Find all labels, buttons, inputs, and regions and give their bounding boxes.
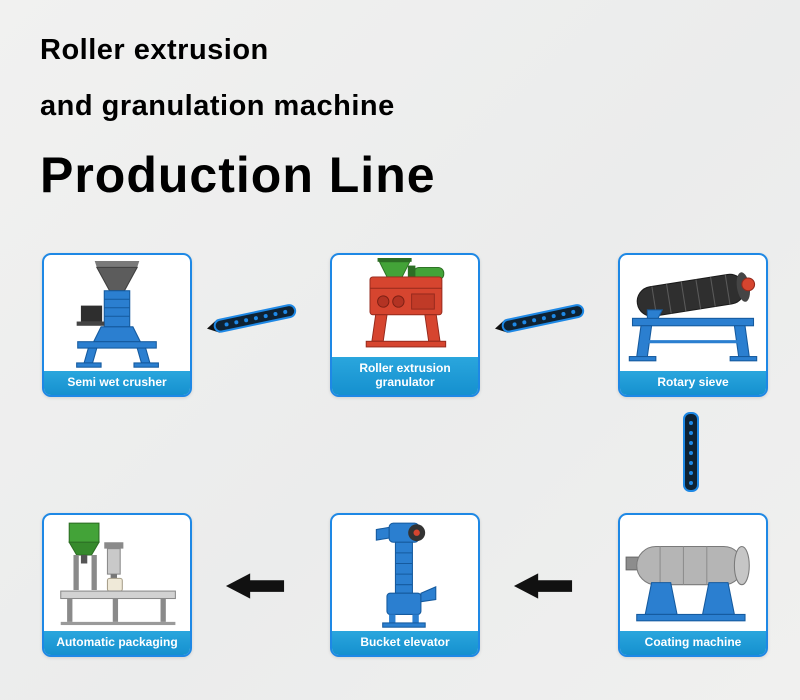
title-line-1: Roller extrusion bbox=[40, 34, 269, 66]
inclined-conveyor-icon bbox=[204, 296, 300, 342]
arrow-left-icon bbox=[224, 570, 286, 602]
semi-wet-crusher-icon bbox=[76, 261, 159, 368]
vertical-conveyor-icon bbox=[679, 410, 703, 494]
machine-label: Semi wet crusher bbox=[44, 371, 190, 395]
machine-card-rotary-sieve: Rotary sieve bbox=[618, 253, 768, 397]
automatic-packaging-illustration bbox=[44, 515, 190, 631]
machine-label: Coating machine bbox=[620, 631, 766, 655]
coating-machine-icon bbox=[625, 545, 750, 622]
machine-card-coating-machine: Coating machine bbox=[618, 513, 768, 657]
semi-wet-crusher-illustration bbox=[44, 255, 190, 371]
coating-machine-illustration bbox=[620, 515, 766, 631]
machine-label: Automatic packaging bbox=[44, 631, 190, 655]
machine-label: Roller extrusion granulator bbox=[332, 357, 478, 395]
machine-label: Bucket elevator bbox=[332, 631, 478, 655]
arrow-left-icon bbox=[512, 570, 574, 602]
rotary-sieve-icon bbox=[628, 272, 758, 362]
rotary-sieve-illustration bbox=[620, 255, 766, 371]
roller-extrusion-granulator-icon bbox=[365, 258, 447, 348]
machine-card-roller-extrusion-granulator: Roller extrusion granulator bbox=[330, 253, 480, 397]
roller-extrusion-granulator-illustration bbox=[332, 255, 478, 357]
machine-card-bucket-elevator: Bucket elevator bbox=[330, 513, 480, 657]
automatic-packaging-icon bbox=[60, 522, 176, 626]
inclined-conveyor-icon bbox=[492, 296, 588, 342]
bucket-elevator-illustration bbox=[332, 515, 478, 631]
machine-card-semi-wet-crusher: Semi wet crusher bbox=[42, 253, 192, 397]
bucket-elevator-icon bbox=[375, 522, 437, 628]
machine-card-automatic-packaging: Automatic packaging bbox=[42, 513, 192, 657]
machine-label: Rotary sieve bbox=[620, 371, 766, 395]
title-line-2: and granulation machine bbox=[40, 90, 395, 122]
title-line-3: Production Line bbox=[40, 147, 436, 203]
